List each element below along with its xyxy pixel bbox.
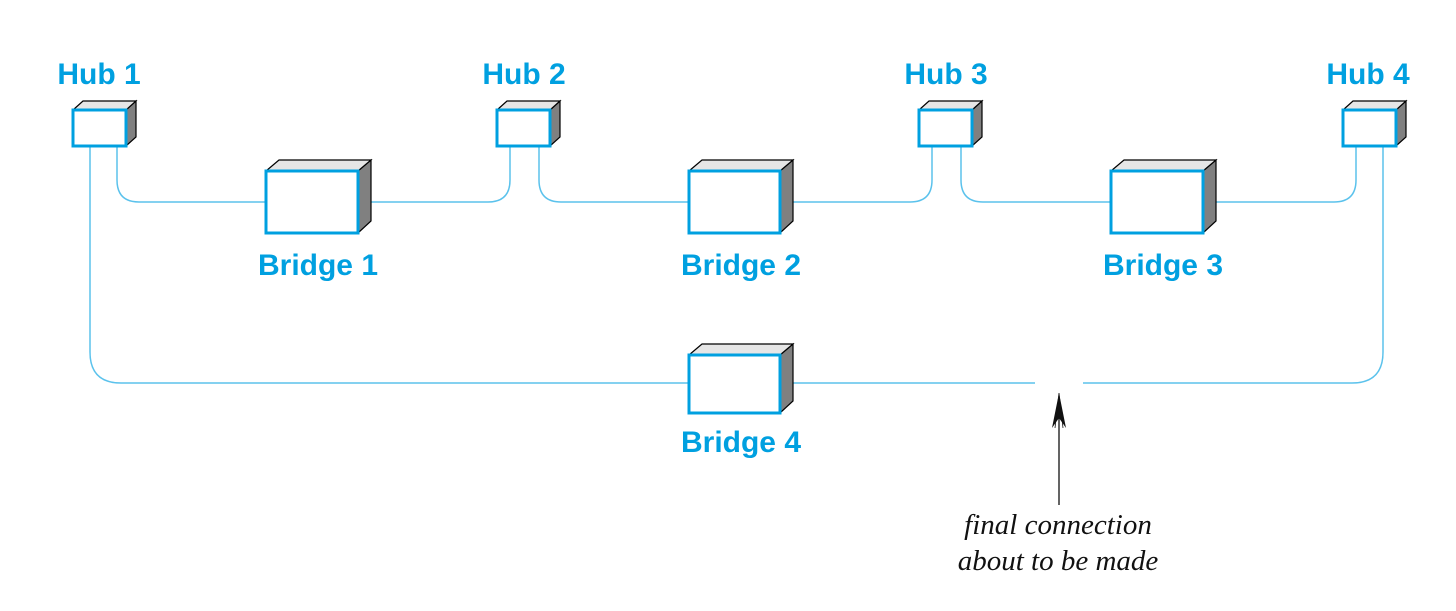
annotation-line-2: about to be made [957,545,1159,577]
bridge-3-device [1109,158,1218,235]
bridge-1-label: Bridge 1 [257,249,379,282]
bridge-2-device [687,158,795,235]
annotation-line-1: final connection [964,509,1152,541]
hub-2-label: Hub 2 [482,58,566,91]
bridge-3-label: Bridge 3 [1102,249,1224,282]
hub-4-device [1341,99,1408,148]
cable-hub3-bridge3 [960,146,1111,203]
cable-hub1-bridge4 [89,146,689,384]
hub-3-device [917,99,984,148]
cables [89,146,1384,384]
arrow-up-icon [1052,392,1066,505]
annotation-note: final connection about to be made [958,507,1159,579]
cable-bridge3-hub4 [1203,146,1357,203]
cable-gap-right-hub4 [1083,146,1384,384]
cable-bridge1-hub2 [358,146,511,203]
hub-4-label: Hub 4 [1326,58,1410,91]
cable-hub1-bridge1 [116,146,266,203]
hub-3-label: Hub 3 [904,58,988,91]
bridge-4-device [687,342,795,415]
bridge-4-label: Bridge 4 [680,426,802,459]
hub-1-label: Hub 1 [57,58,141,91]
bridge-2-label: Bridge 2 [680,249,802,282]
hub-1-device [71,99,138,148]
bridge-1-device [264,158,373,235]
hub-2-device [495,99,562,148]
cable-bridge2-hub3 [780,146,933,203]
cable-hub2-bridge2 [538,146,689,203]
